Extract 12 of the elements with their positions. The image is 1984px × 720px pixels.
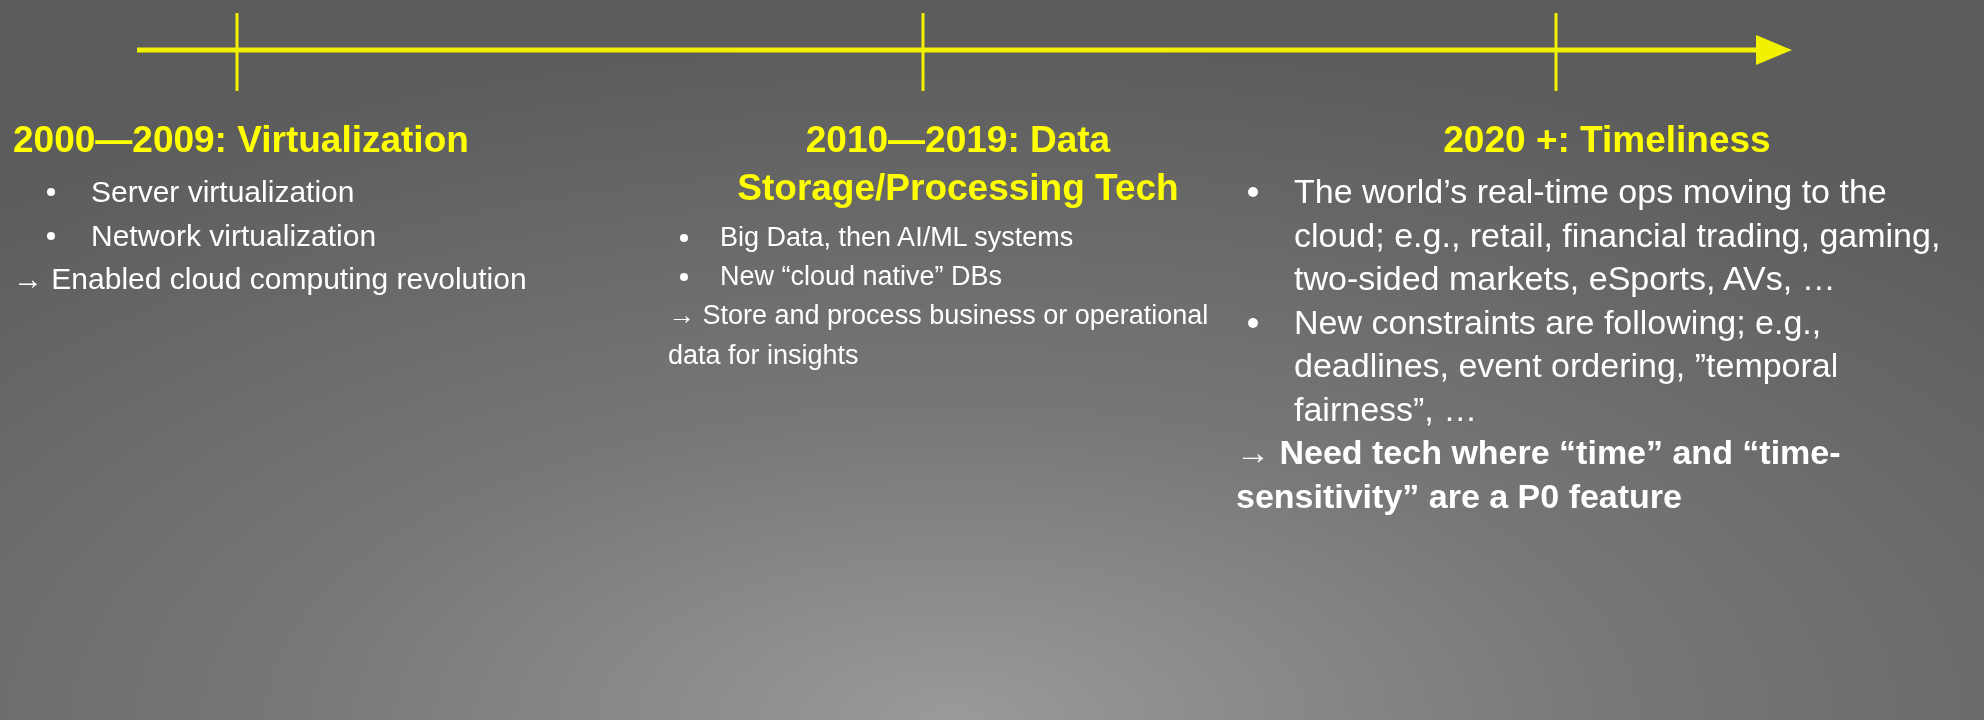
bullet-text: Network virtualization bbox=[91, 217, 377, 254]
bullet-text: Big Data, then AI/ML systems bbox=[720, 221, 1074, 255]
outcome-text: → Enabled cloud computing revolution bbox=[13, 261, 527, 298]
bullet-text: New “cloud native” DBs bbox=[720, 260, 1003, 294]
outcome-text: → Need tech where “time” and “time-sensitivity” are a P0 feature bbox=[1236, 432, 1842, 517]
period-heading: 2000—2009: Virtualization bbox=[13, 118, 470, 162]
bullet-text: Server virtualization bbox=[91, 174, 355, 211]
period-heading: 2010—2019: Data Storage/Processing Tech bbox=[736, 118, 1180, 211]
bullet-text: New constraints are following; e.g., deadlines, event ordering, ”temporal fairness”, … bbox=[1294, 301, 1840, 430]
period-heading: 2020 +: Timeliness bbox=[1442, 118, 1772, 162]
outcome-text: → Store and process business or operational data for insights bbox=[668, 299, 1210, 372]
bullet-text: The world’s real-time ops moving to the cloud; e.g., retail, financial trading, gaming, two-sided markets, eSports, AVs, … bbox=[1294, 171, 1942, 300]
